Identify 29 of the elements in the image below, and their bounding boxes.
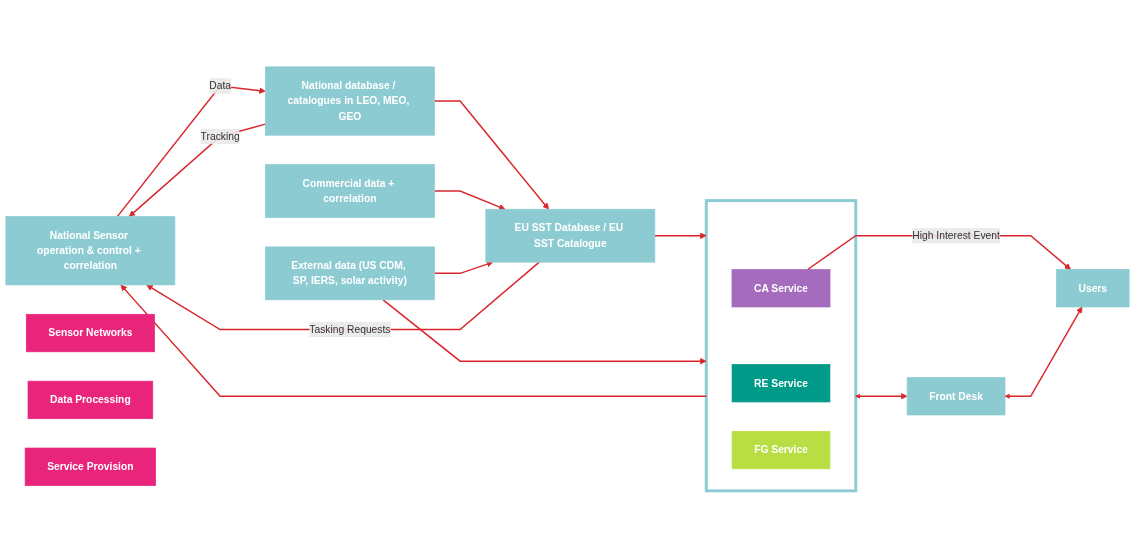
- node-box: Sensor Networks: [25, 314, 155, 353]
- node-box: Front Desk: [906, 377, 1006, 416]
- arrow: [433, 190, 506, 211]
- node-box: External data (US CDM, SP, IERS, solar activity): [265, 246, 435, 301]
- node-box: RE Service: [731, 364, 831, 403]
- edge-label: Tracking: [200, 130, 240, 143]
- node-box: EU SST Database / EU SST Catalogue: [485, 209, 656, 263]
- arrow: [128, 123, 267, 217]
- edge-label: Tasking Requests: [309, 323, 391, 336]
- arrow: [433, 100, 549, 210]
- node-box: Commercial data + correlation: [265, 164, 435, 218]
- node-box: FG Service: [731, 431, 831, 470]
- edge-label: Data: [209, 79, 231, 92]
- node-box: Users: [1056, 269, 1130, 308]
- arrow: [654, 232, 707, 240]
- arrow: [1004, 306, 1083, 399]
- arrow: [120, 284, 707, 398]
- cluster: [704, 199, 858, 493]
- node-box: National database / catalogues in LEO, MEO, GEO: [265, 66, 435, 136]
- arrow: [855, 393, 908, 400]
- node-box: National Sensor operation & control + correlation: [5, 216, 176, 286]
- arrow: [433, 261, 494, 275]
- node-box: CA Service: [731, 269, 831, 308]
- node-box: Data Processing: [27, 380, 154, 420]
- arrow: [116, 85, 266, 218]
- node-box: Service Provision: [24, 447, 156, 486]
- arrow: [146, 261, 540, 331]
- edge-label: High Interest Event: [912, 229, 1000, 242]
- arrow: [382, 299, 707, 365]
